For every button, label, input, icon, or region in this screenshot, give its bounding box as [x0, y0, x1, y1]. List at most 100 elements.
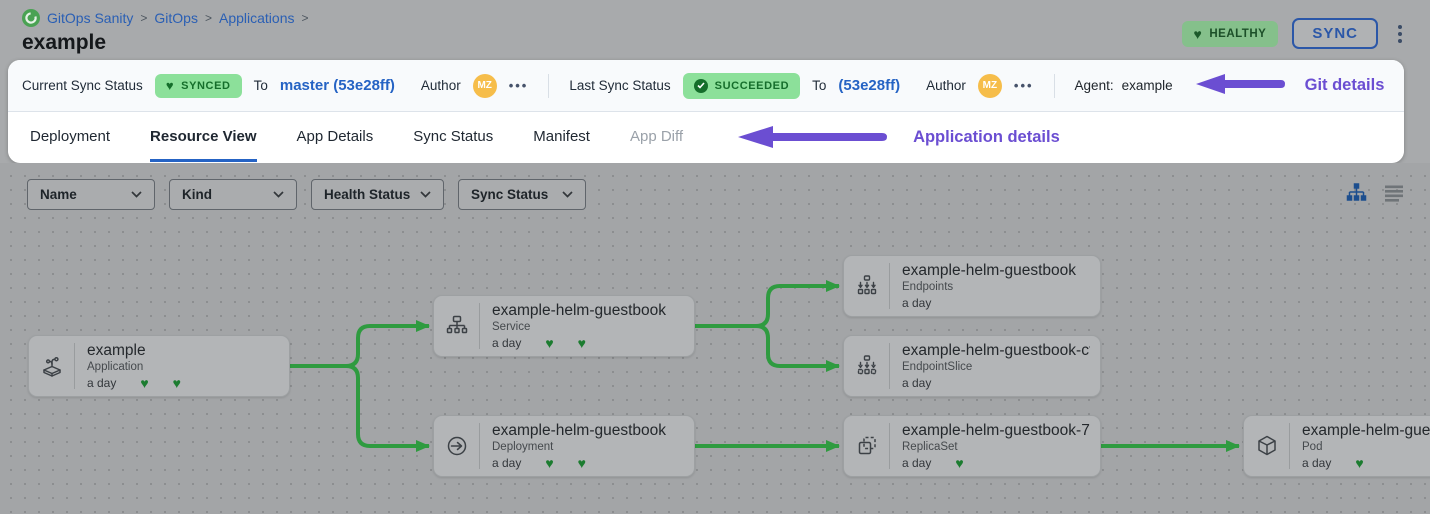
- page-title: example: [22, 31, 107, 54]
- author-label: Author: [420, 78, 461, 93]
- node-name: example: [87, 342, 146, 359]
- health-heart-icon: ♥: [577, 455, 586, 471]
- health-status-badge: ♥ HEALTHY: [1181, 20, 1279, 47]
- list-view-icon[interactable]: [1384, 183, 1404, 203]
- node-name: example-helm-guest: [1302, 422, 1430, 439]
- application-icon: [29, 343, 75, 389]
- node-service-example-helm-guestbook[interactable]: example-helm-guestbook Service a day ♥ ♥: [433, 295, 695, 357]
- endpoints-icon: [844, 263, 890, 309]
- node-deployment-example-helm-guestbook[interactable]: example-helm-guestbook Deployment a day …: [433, 415, 695, 477]
- chevron-down-icon: [273, 191, 284, 198]
- current-sync-label: Current Sync Status: [22, 78, 143, 93]
- succeeded-badge: SUCCEEDED: [682, 72, 801, 99]
- filter-label: Sync Status: [471, 187, 549, 202]
- kebab-menu-icon[interactable]: [1392, 21, 1408, 47]
- divider: [548, 73, 550, 98]
- tab-resource-view[interactable]: Resource View: [150, 112, 257, 162]
- health-heart-icon: ♥: [545, 335, 554, 351]
- node-replicaset-example-helm-guestbook[interactable]: example-helm-guestbook-74... ReplicaSet …: [843, 415, 1101, 477]
- health-heart-icon: ♥: [955, 455, 964, 471]
- health-heart-icon: ♥: [140, 375, 149, 391]
- deployment-icon: [434, 423, 480, 469]
- app-tabs: Deployment Resource View App Details Syn…: [8, 112, 1404, 162]
- filter-label: Name: [40, 187, 77, 202]
- node-age: a day: [902, 376, 932, 390]
- node-age: a day: [902, 456, 932, 470]
- gitops-logo-icon: [22, 9, 40, 27]
- node-age: a day: [492, 336, 522, 350]
- node-kind: Service: [492, 321, 531, 333]
- agent-label: Agent:: [1074, 78, 1114, 93]
- filter-kind-dropdown[interactable]: Kind: [169, 179, 297, 210]
- tree-view-icon[interactable]: [1346, 183, 1367, 203]
- synced-badge: ♥ SYNCED: [154, 73, 242, 98]
- health-badge-label: HEALTHY: [1209, 27, 1267, 40]
- succeeded-badge-label: SUCCEEDED: [714, 79, 790, 92]
- breadcrumb-separator: >: [140, 11, 148, 25]
- health-heart-icon: ♥: [172, 375, 181, 391]
- health-heart-icon: ♥: [545, 455, 554, 471]
- pod-icon: [1244, 423, 1290, 469]
- node-age: a day: [87, 376, 117, 390]
- breadcrumb-link-account[interactable]: GitOps Sanity: [47, 10, 134, 26]
- heart-icon: ♥: [165, 78, 175, 93]
- more-options-icon[interactable]: •••: [1013, 78, 1034, 93]
- service-icon: [434, 303, 480, 349]
- health-heart-icon: ♥: [1355, 455, 1364, 471]
- tab-app-details[interactable]: App Details: [296, 128, 374, 145]
- breadcrumb-separator: >: [204, 11, 212, 25]
- node-kind: ReplicaSet: [902, 441, 958, 453]
- filter-sync-status-dropdown[interactable]: Sync Status: [458, 179, 586, 210]
- node-kind: Pod: [1302, 441, 1323, 453]
- chevron-down-icon: [562, 191, 573, 198]
- more-options-icon[interactable]: •••: [508, 78, 529, 93]
- application-details-annotation: Application details: [913, 127, 1060, 146]
- annotation-arrow-icon: [737, 123, 888, 151]
- annotation-arrow-icon: [1195, 72, 1285, 99]
- check-circle-icon: [693, 78, 708, 93]
- node-kind: Endpoints: [902, 281, 954, 293]
- health-heart-icon: ♥: [577, 335, 586, 351]
- synced-badge-label: SYNCED: [181, 79, 231, 92]
- current-revision-link[interactable]: master (53e28ff): [279, 77, 395, 94]
- last-sync-label: Last Sync Status: [569, 78, 671, 93]
- node-endpointslice-example-helm-guestbook[interactable]: example-helm-guestbook-ct... EndpointSli…: [843, 335, 1101, 397]
- author-label: Author: [926, 78, 966, 93]
- filter-label: Health Status: [324, 187, 411, 202]
- divider: [1053, 73, 1055, 98]
- sync-status-bar: Current Sync Status ♥ SYNCED To master (…: [8, 60, 1404, 112]
- breadcrumb-link-applications[interactable]: Applications: [218, 10, 295, 26]
- agent-value: example: [1121, 78, 1173, 93]
- node-name: example-helm-guestbook: [902, 262, 1077, 279]
- last-revision-link[interactable]: (53e28ff): [838, 77, 901, 94]
- node-age: a day: [902, 296, 932, 310]
- filter-bar: Name Kind Health Status Sync Status: [27, 179, 586, 210]
- node-pod-example-helm-guestbook[interactable]: example-helm-guest Pod a day ♥: [1243, 415, 1430, 477]
- tab-sync-status[interactable]: Sync Status: [413, 128, 494, 145]
- resource-tree-canvas[interactable]: Name Kind Health Status Sync Status: [0, 163, 1430, 514]
- node-endpoints-example-helm-guestbook[interactable]: example-helm-guestbook Endpoints a day: [843, 255, 1101, 317]
- chevron-down-icon: [131, 191, 142, 198]
- tab-manifest[interactable]: Manifest: [533, 128, 590, 145]
- breadcrumb-link-gitops[interactable]: GitOps: [154, 10, 198, 26]
- node-age: a day: [492, 456, 522, 470]
- filter-name-dropdown[interactable]: Name: [27, 179, 155, 210]
- filter-health-status-dropdown[interactable]: Health Status: [311, 179, 444, 210]
- node-kind: EndpointSlice: [902, 361, 973, 373]
- node-application-example[interactable]: example Application a day ♥ ♥: [28, 335, 290, 397]
- heart-icon: ♥: [1193, 25, 1203, 42]
- endpointslice-icon: [844, 343, 890, 389]
- tab-app-diff[interactable]: App Diff: [629, 128, 684, 145]
- node-kind: Application: [87, 361, 144, 373]
- node-name: example-helm-guestbook: [492, 302, 667, 319]
- author-avatar: MZ: [472, 73, 497, 98]
- breadcrumb-separator: >: [301, 11, 309, 25]
- author-avatar: MZ: [977, 73, 1002, 98]
- top-header: GitOps Sanity > GitOps > Applications > …: [0, 0, 1430, 60]
- to-label: To: [253, 78, 268, 93]
- sync-button[interactable]: SYNC: [1292, 18, 1378, 49]
- node-name: example-helm-guestbook-74...: [902, 422, 1090, 439]
- replicaset-icon: [844, 423, 890, 469]
- tab-deployment[interactable]: Deployment: [30, 128, 111, 145]
- node-name: example-helm-guestbook: [492, 422, 667, 439]
